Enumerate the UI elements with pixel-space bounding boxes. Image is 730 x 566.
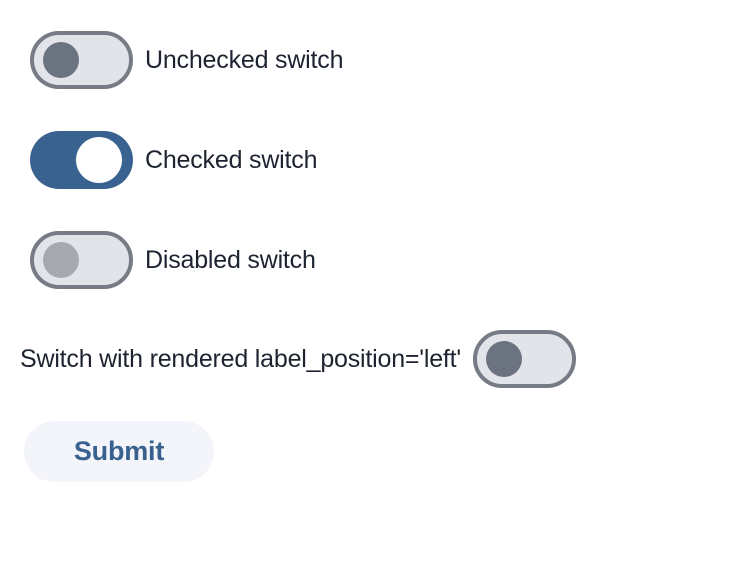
switch-row-checked: Checked switch	[30, 131, 317, 189]
switch-label: Switch with rendered label_position='lef…	[20, 345, 461, 373]
submit-button[interactable]: Submit	[24, 421, 214, 482]
switch-label: Unchecked switch	[145, 46, 344, 74]
left-label-switch-toggle[interactable]	[473, 330, 576, 388]
switch-thumb	[43, 242, 79, 278]
switch-thumb	[43, 42, 79, 78]
switch-label: Checked switch	[145, 146, 318, 174]
unchecked-switch-toggle[interactable]	[30, 31, 133, 89]
switch-label: Disabled switch	[145, 246, 316, 274]
switch-thumb	[486, 341, 522, 377]
checked-switch-toggle[interactable]	[30, 131, 133, 189]
switch-row-disabled: Disabled switch	[30, 231, 316, 289]
switch-row-label-left: Switch with rendered label_position='lef…	[20, 330, 576, 388]
disabled-switch-toggle	[30, 231, 133, 289]
switch-row-unchecked: Unchecked switch	[30, 31, 343, 89]
switch-thumb	[76, 137, 122, 183]
